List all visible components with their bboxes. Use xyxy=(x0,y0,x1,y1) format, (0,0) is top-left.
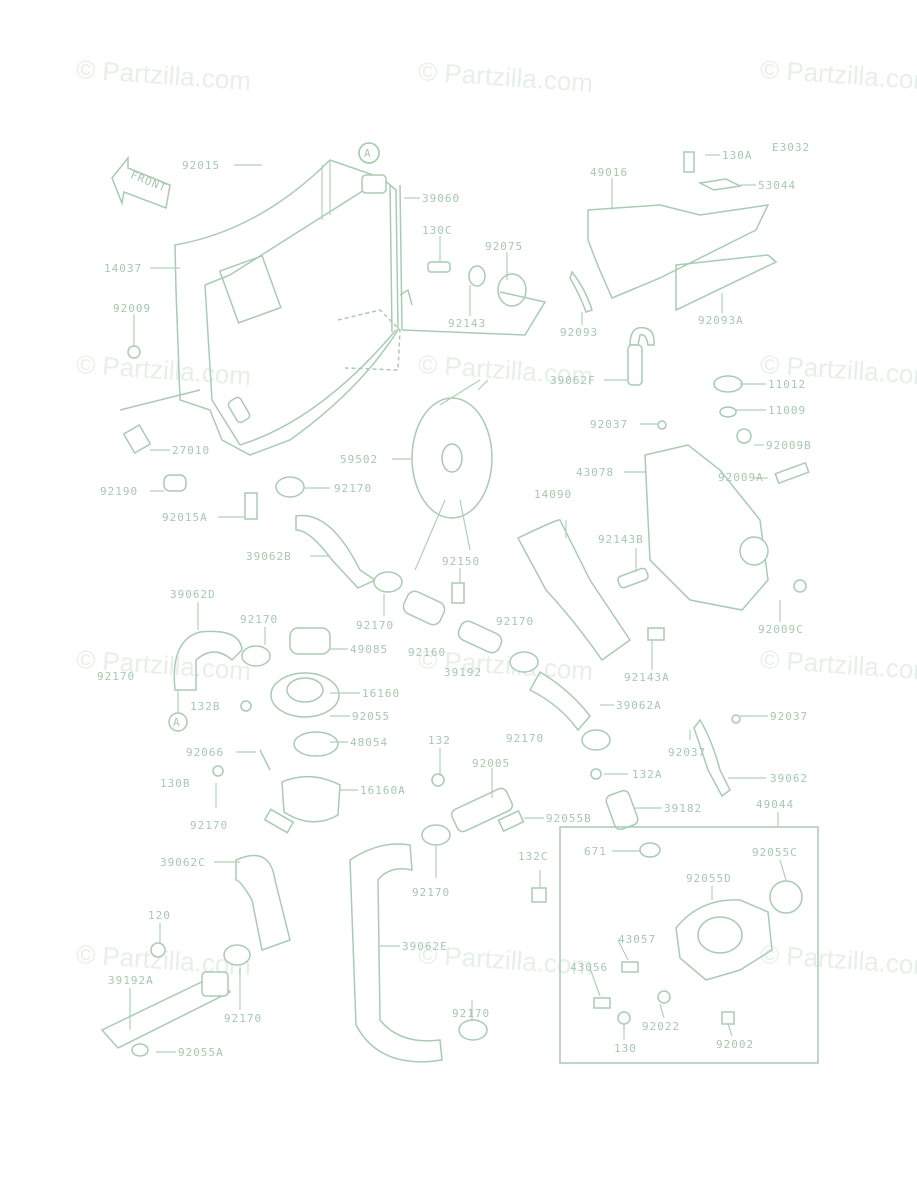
part-label: 39060 xyxy=(422,192,460,205)
radiator-drawing xyxy=(100,142,819,1064)
callout-a-top: A xyxy=(358,142,380,164)
part-label: 43056 xyxy=(570,961,608,974)
part-label: 92066 xyxy=(186,746,224,759)
part-label: 132B xyxy=(190,700,221,713)
part-label: 130 xyxy=(614,1042,637,1055)
part-label: 39192A xyxy=(108,974,154,987)
part-label: 39062 xyxy=(770,772,808,785)
part-label: 92037 xyxy=(590,418,628,431)
part-label: 92009A xyxy=(718,471,764,484)
part-label: 92002 xyxy=(716,1038,754,1051)
part-label: 14090 xyxy=(534,488,572,501)
part-labels: E3032 92015 39060 14037 130C 92075 92009… xyxy=(97,141,812,1059)
part-label: 92055A xyxy=(178,1046,224,1059)
part-label: 92143B xyxy=(598,533,644,546)
part-label: 92150 xyxy=(442,555,480,568)
part-label: 92170 xyxy=(452,1007,490,1020)
part-label: 49085 xyxy=(350,643,388,656)
part-label: 48054 xyxy=(350,736,388,749)
part-label: 92170 xyxy=(506,732,544,745)
part-label: 671 xyxy=(584,845,607,858)
part-label: 92160 xyxy=(408,646,446,659)
part-label: 92170 xyxy=(97,670,135,683)
part-label: 39182 xyxy=(664,802,702,815)
part-label: 132A xyxy=(632,768,663,781)
part-label: 39062B xyxy=(246,550,292,563)
part-label: 59502 xyxy=(340,453,378,466)
part-label: 132C xyxy=(518,850,549,863)
front-label: FRONT xyxy=(128,168,168,194)
part-label: 11009 xyxy=(768,404,806,417)
part-label: 39062D xyxy=(170,588,216,601)
part-label: 92170 xyxy=(496,615,534,628)
part-label: 49044 xyxy=(756,798,794,811)
part-label: 16160 xyxy=(362,687,400,700)
part-label: 92093 xyxy=(560,326,598,339)
part-label: 11012 xyxy=(768,378,806,391)
part-label: 92093A xyxy=(698,314,744,327)
part-label: 92055B xyxy=(546,812,592,825)
part-label: 53044 xyxy=(758,179,796,192)
callout-letter: A xyxy=(173,716,181,729)
part-label: 92037 xyxy=(770,710,808,723)
part-label: 14037 xyxy=(104,262,142,275)
part-label: 92170 xyxy=(412,886,450,899)
part-label: 130A xyxy=(722,149,753,162)
part-label: 92055 xyxy=(352,710,390,723)
part-label: 92037 xyxy=(668,746,706,759)
part-label: 92170 xyxy=(190,819,228,832)
part-label: 92009 xyxy=(113,302,151,315)
part-label: 39062A xyxy=(616,699,662,712)
part-label: 92075 xyxy=(485,240,523,253)
part-label: 39062F xyxy=(550,374,596,387)
leader-lines xyxy=(129,154,787,1053)
part-label: 92143 xyxy=(448,317,486,330)
part-label: 92170 xyxy=(334,482,372,495)
part-label: 92170 xyxy=(356,619,394,632)
part-label: 39192 xyxy=(444,666,482,679)
part-label: 92015 xyxy=(182,159,220,172)
callout-letter: A xyxy=(364,147,372,160)
part-label: 130B xyxy=(160,777,191,790)
part-label: 92055C xyxy=(752,846,798,859)
part-label: 92190 xyxy=(100,485,138,498)
part-label: 92170 xyxy=(240,613,278,626)
part-label: 39062E xyxy=(402,940,448,953)
part-label: 120 xyxy=(148,909,171,922)
diagram-code: E3032 xyxy=(772,141,810,154)
callout-a-bottom: A xyxy=(168,690,188,732)
part-label: 16160A xyxy=(360,784,406,797)
part-label: 49016 xyxy=(590,166,628,179)
part-label: 43078 xyxy=(576,466,614,479)
part-label: 92005 xyxy=(472,757,510,770)
part-label: 92143A xyxy=(624,671,670,684)
part-label: 132 xyxy=(428,734,451,747)
part-label: 92170 xyxy=(224,1012,262,1025)
part-label: 130C xyxy=(422,224,453,237)
part-label: 92009C xyxy=(758,623,804,636)
part-label: 92022 xyxy=(642,1020,680,1033)
part-label: 43057 xyxy=(618,933,656,946)
part-label: 92015A xyxy=(162,511,208,524)
part-label: 27010 xyxy=(172,444,210,457)
part-label: 39062C xyxy=(160,856,206,869)
part-label: 92009B xyxy=(766,439,812,452)
part-label: 92055D xyxy=(686,872,732,885)
